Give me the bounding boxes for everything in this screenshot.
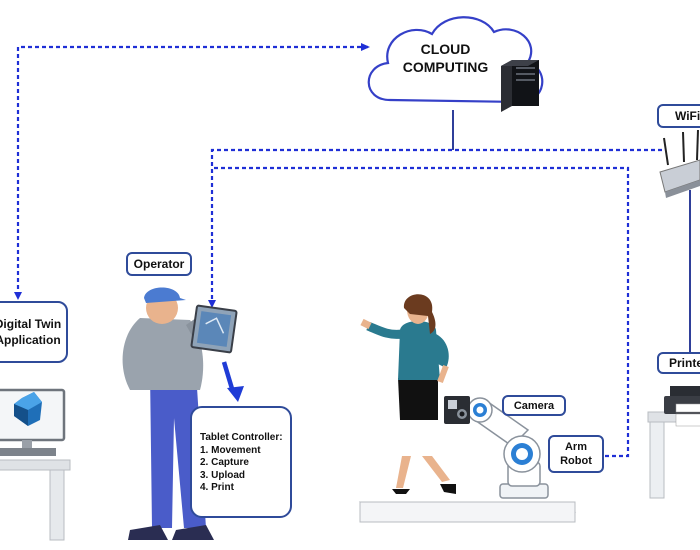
- operator-label: Operator: [126, 252, 192, 276]
- printer-icon: [664, 386, 700, 427]
- printer-label: Printer: [657, 352, 700, 374]
- tablet-controller-title: Tablet Controller:: [200, 432, 283, 443]
- cloud-label-line2: COMPUTING: [402, 59, 489, 75]
- arrowhead-to-digital-twin: [14, 292, 22, 300]
- arm-robot-label-line1: Arm: [564, 441, 587, 453]
- platform: [358, 501, 577, 523]
- tablet-controller-box: Tablet Controller: 1. Movement 2. Captur…: [190, 406, 292, 518]
- digital-twin-label-line1: Digital Twin: [0, 317, 62, 331]
- tablet-controller-item: 4. Print: [200, 482, 234, 493]
- server-icon: [501, 60, 539, 112]
- arrowhead-to-operator: [208, 300, 216, 308]
- link-robot-to-network: [212, 166, 630, 458]
- cloud-computing-label: CLOUD COMPUTING: [378, 40, 513, 76]
- tablet-controller-item: 2. Capture: [200, 457, 249, 468]
- arm-robot: [467, 397, 549, 499]
- camera-label: Camera: [502, 395, 566, 416]
- link-cloud-to-digital-twin: [16, 45, 368, 298]
- arrowhead-to-cloud: [361, 43, 370, 51]
- arrow-tablet-to-controller: [221, 361, 236, 393]
- digital-twin-label-line2: Application: [0, 333, 61, 347]
- tablet-controller-item: 3. Upload: [200, 469, 246, 481]
- camera-icon: [444, 396, 470, 424]
- printer-stand: [647, 411, 700, 499]
- cloud-label-line1: CLOUD: [420, 41, 471, 57]
- presenter-figure: [360, 294, 456, 494]
- tablet-controller-item: 1. Movement: [200, 444, 261, 456]
- router-icon: [659, 129, 700, 198]
- arm-robot-label: Arm Robot: [548, 435, 604, 473]
- arrowhead-tablet-controller: [227, 386, 244, 402]
- wifi-label: WiFi: [657, 104, 700, 128]
- connection-lines: [16, 45, 662, 458]
- digital-twin-label: Digital Twin Application: [0, 301, 68, 363]
- link-wifi-to-operator: [210, 148, 662, 305]
- monitor-icon: [14, 392, 42, 426]
- arm-robot-label-line2: Robot: [560, 455, 592, 467]
